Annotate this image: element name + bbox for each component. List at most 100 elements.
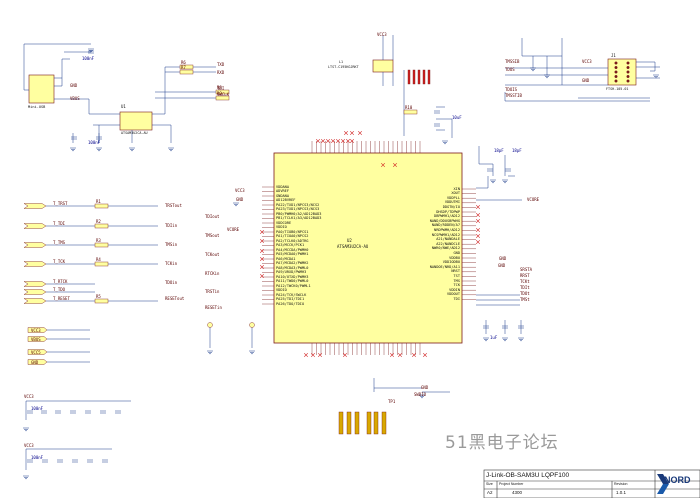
- capacitor-value: 18pF: [494, 148, 504, 153]
- right-net-label: SRSTA: [520, 267, 533, 272]
- power-net-label: GND: [582, 78, 590, 83]
- power-port-shape: [27, 327, 48, 333]
- header-pin: [626, 79, 630, 83]
- jtag-port-label: T_TMS: [53, 240, 66, 245]
- header-pin: [626, 70, 630, 74]
- no-connect-mark: [315, 138, 321, 144]
- jtag-port-label: T_TDI: [53, 221, 66, 226]
- regulator-part: ATSAM3U2CA-AU: [121, 131, 148, 135]
- capacitor-value: 100nF: [31, 455, 44, 460]
- resistor-ref: R8: [217, 85, 222, 90]
- resistor-ref: R10: [405, 105, 413, 110]
- no-connect-mark: [325, 138, 331, 144]
- mcu-right-pin-name: DHSDP/TDPWP: [436, 209, 460, 214]
- mcu-right-pin-name: TMS: [453, 278, 461, 283]
- mcu-left-pin-name: PA25/TDI/TDI1: [276, 297, 305, 302]
- jtag-part: FTSH-105-01: [606, 87, 629, 91]
- wire-segment: [152, 124, 172, 143]
- power-port-label: VCC3: [31, 327, 41, 333]
- project-value: 4300: [512, 490, 523, 495]
- resistor-body: [94, 242, 109, 248]
- power-net-label: VCORE: [527, 197, 540, 202]
- header-pin: [614, 70, 618, 74]
- mcu-right-pin-name: VDDOUT: [447, 292, 460, 297]
- led-part: LTST-C195KGJRKT: [328, 65, 359, 69]
- mcu-right-pin-name: A22/NANDCLE: [436, 241, 460, 246]
- resistor-body: [179, 64, 194, 70]
- mcu-right-pin-name: NRST: [451, 269, 460, 274]
- wire-segment: [504, 92, 650, 102]
- mcu-right-pin-name: TST: [453, 274, 461, 278]
- test-point: [249, 322, 255, 328]
- right-net-label: TCKt: [520, 279, 530, 284]
- header-pin: [614, 65, 618, 69]
- mcu-net-label: TDOin: [165, 280, 178, 285]
- no-connect-mark: [475, 233, 481, 239]
- jtag-header-body: [607, 58, 637, 86]
- mcu-net-label: TMSin: [165, 242, 178, 247]
- wire-segment: [636, 61, 656, 72]
- no-connect-mark: [340, 138, 346, 144]
- jtag-port-label: T_TDO: [53, 287, 66, 292]
- mcu-left-pin-name: PA9/URXD/PWMH3: [276, 270, 307, 275]
- revision-value: 1.0.1: [616, 490, 627, 495]
- mcu-right-pin-name: A21/NANDALE: [436, 237, 460, 242]
- resistor-body: [215, 95, 230, 101]
- power-port-label: VCC5: [31, 349, 41, 355]
- resistor-ref: R6: [181, 60, 186, 65]
- mcu-right-pin-name: NRDPWMH/AD12: [434, 228, 460, 232]
- mcu-left-pin-name: PB1/TCLK1/A3/AD12BAD3: [276, 216, 322, 221]
- mcu-right-pin-name: NCSPWMH1/AD12: [431, 232, 460, 237]
- mcu-left-pin-name: PA22/TXD1/NPCS3/NCS2: [276, 202, 320, 207]
- test-pad: [412, 69, 416, 85]
- right-net-label: TMSSTIB: [505, 93, 522, 98]
- mcu-right-pin-name: VDDIN: [449, 287, 460, 292]
- mcu-left-pin-name: VDDIO: [276, 225, 287, 230]
- resistor-ref: R1: [96, 199, 101, 204]
- no-connect-mark: [317, 352, 323, 358]
- mcu-right-pin-name: VDDIODBU: [442, 260, 460, 265]
- nord-logo-mark: [657, 474, 669, 494]
- mcu-left-pin-name: GNDANA: [276, 193, 289, 198]
- mcu-left-pin-name: PA10/UTXD/PWMH3: [276, 274, 309, 279]
- mcu-left-pin-name: PB0/PWMH0/A2/AD12BAD3: [276, 211, 322, 216]
- power-net-label: GND: [499, 256, 507, 261]
- mcu-net-label: RESETin: [205, 305, 222, 310]
- power-net-label: VBUS: [70, 96, 80, 101]
- no-connect-mark: [310, 352, 316, 358]
- mcu-left-pin-name: PA3/MCCK/PCK1: [276, 243, 305, 248]
- mcu-net-label: RTCKin: [205, 271, 220, 276]
- resistor-body: [179, 69, 194, 75]
- resistor-ref: R2: [96, 219, 101, 224]
- jumper-body: [346, 411, 352, 435]
- mcu-left-pin-name: PA12/TWCK0/PWML1: [276, 283, 311, 288]
- signal-label: RXD: [217, 70, 225, 75]
- mcu-left-pin-name: PA5/MCDA0/PWMH1: [276, 252, 309, 257]
- mcu-net-label: TDIin: [165, 223, 178, 228]
- power-port-label: VBUS: [31, 336, 41, 342]
- mcu-right-pin-name: DBPWMH1/AD12: [434, 214, 460, 219]
- signal-label: SWDIO: [414, 392, 427, 397]
- jtag-port-label: T_RTCK: [53, 279, 68, 284]
- wire-segment: [476, 176, 489, 189]
- no-connect-mark: [320, 138, 326, 144]
- resistor-body: [94, 261, 109, 267]
- mcu-ref: U2: [347, 238, 352, 243]
- nord-logo-text: NORD: [664, 475, 691, 485]
- mcu-left-pin-name: PA23/TXD1/NPCS3/NCS3: [276, 207, 320, 212]
- mcu-right-pin-name: VDDUTMI: [444, 200, 460, 205]
- no-connect-mark: [345, 138, 351, 144]
- power-net-label: VCC3: [24, 443, 34, 448]
- mcu-left-pin-name: PA26/TDO/TDIO: [276, 301, 305, 306]
- wire-segment: [54, 58, 70, 87]
- size-label: Size: [486, 482, 493, 486]
- power-net-label: GND: [70, 83, 78, 88]
- mcu-right-pin-name: NWR0/NWE/AD12: [431, 246, 460, 251]
- mcu-right-pin-name: TCK: [453, 283, 461, 288]
- mcu-net-label: TRSTout: [165, 203, 182, 208]
- no-connect-mark: [342, 352, 348, 358]
- mcu-right-pin-name: NANDOE/NRD/A11: [429, 264, 460, 269]
- mcu-left-pin-name: PA11/TWD0/PWML0: [276, 279, 309, 284]
- wire-segment: [521, 38, 563, 57]
- header-pin: [614, 79, 618, 83]
